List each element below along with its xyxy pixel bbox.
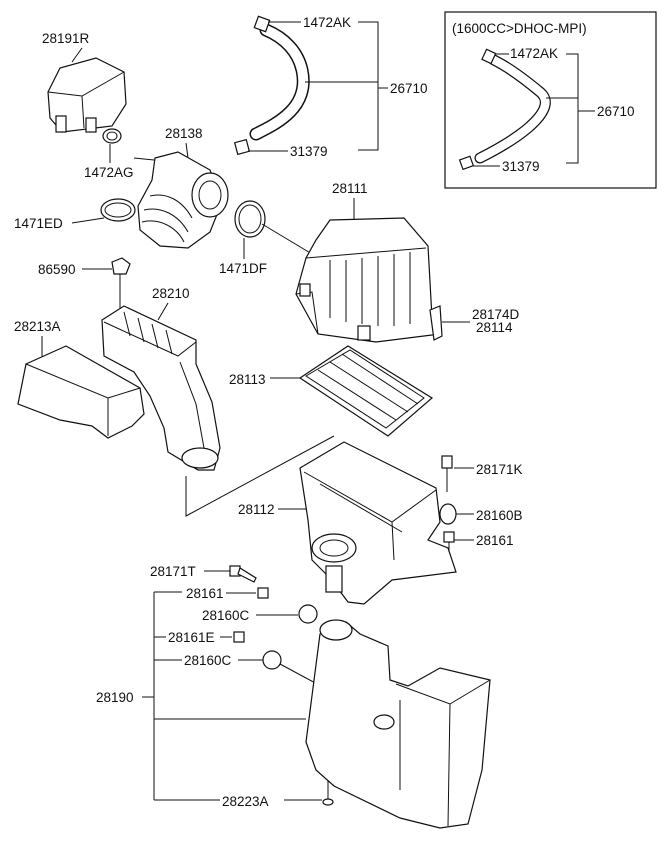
clamp-1472ag-drawing [102,128,122,144]
label-26710: 26710 [390,81,428,96]
label-1471df: 1471DF [219,261,267,276]
label-86590: 86590 [38,262,76,277]
label-28160b: 28160B [476,508,523,523]
breather-hose-drawing [233,15,310,156]
label-1472ak: 1472AK [303,15,351,30]
label-28113: 28113 [229,372,266,387]
label-1472ag: 1472AG [84,165,134,180]
clamp-1471ed-drawing [100,198,136,222]
upper-cover-28111-drawing [295,217,441,343]
label-28161-right: 28161 [476,533,514,548]
cover-28191r-drawing [47,57,127,133]
bush-28160c-2-drawing [262,650,282,670]
label-28111: 28111 [332,181,368,196]
inset-label-26710: 26710 [597,104,635,119]
inset-caption: (1600CC>DHOC-MPI) [452,21,587,36]
bolt-28171t-drawing [229,565,257,583]
clamp-1471df-drawing [234,200,266,238]
duct-cover-28213a-drawing [17,345,145,439]
bracket-28174d-drawing [429,305,443,341]
label-28160c-1: 28160C [202,608,250,623]
label-31379: 31379 [290,144,328,159]
nut-86590-drawing [111,257,131,284]
label-28160c-2: 28160C [184,653,232,668]
resonator-28138-drawing [133,151,229,249]
label-28138: 28138 [165,126,203,141]
label-28213a: 28213A [14,319,61,334]
bush-28160c-1-drawing [298,604,318,624]
label-28161e: 28161E [168,630,215,645]
duct-28210-drawing [101,305,221,471]
bolt-28161-right-drawing [443,531,455,552]
label-28223a: 28223A [222,794,269,809]
inset-label-1472ak: 1472AK [510,46,558,61]
inset-label-31379: 31379 [502,159,540,174]
label-28174d: 28174D [472,307,520,322]
label-28171k: 28171K [476,462,523,477]
label-28114: 28114 [476,320,513,335]
label-28161-left: 28161 [186,586,224,601]
label-28112: 28112 [238,502,275,517]
bolt-28161-left-drawing [257,587,269,599]
label-28190: 28190 [96,690,134,705]
bolt-28171k-drawing [441,455,453,492]
bolt-28161e-drawing [233,631,245,643]
label-28171t: 28171T [150,564,196,579]
label-28191r: 28191R [42,31,90,46]
drain-28223a-drawing [322,780,334,806]
lower-tray-drawing [305,619,491,829]
bush-28160b-drawing [439,503,457,525]
inset-hose-drawing [458,48,551,171]
filter-28113-drawing [298,345,434,437]
label-1471ed: 1471ED [14,216,63,231]
label-28210: 28210 [152,286,190,301]
lower-body-28112-drawing [299,441,457,605]
